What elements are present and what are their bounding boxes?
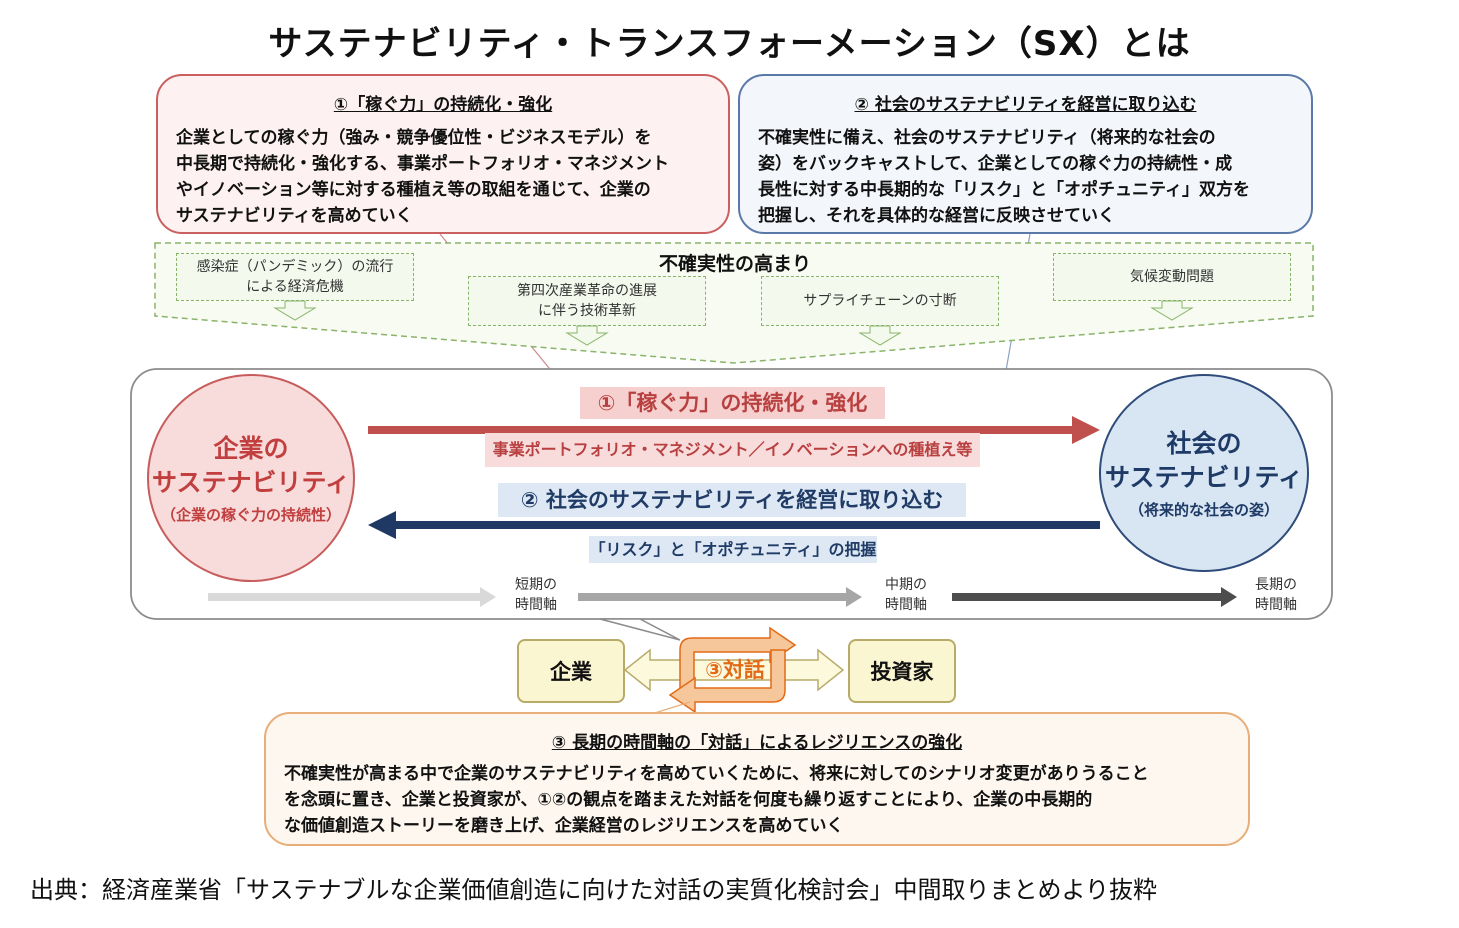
arrow-red-head [1072, 416, 1100, 444]
corporate-circle-sub: （企業の稼ぐ力の持続性） [160, 505, 341, 524]
uncertainty-item-supply-chain: サプライチェーンの寸断 [761, 276, 999, 326]
social-circle-sub: （将来的な社会の姿） [1128, 500, 1279, 519]
uncertainty-item-pandemic: 感染症（パンデミック）の流行 による経済危機 [176, 253, 414, 301]
uncertainty-item-climate: 気候変動問題 [1053, 253, 1291, 301]
box1-line: 企業としての稼ぐ力（強み・競争優位性・ビジネスモデル）を [176, 128, 652, 148]
corporate-circle-line1: 企業の [213, 433, 289, 463]
dialogue-label: ③対話 [705, 658, 765, 682]
resilience-body: 不確実性が高まる中で企業のサステナビリティを高めていくために、将来に対してのシナ… [284, 761, 1230, 839]
arrow-red-label: ①「稼ぐ力」の持続化・強化 [580, 387, 885, 419]
page-title: サステナビリティ・トランスフォーメーション（SX）とは [268, 24, 1191, 64]
dialogue-cycle-top [679, 626, 797, 691]
uncertainty-title: 不確実性の高まり [658, 253, 811, 275]
social-sustainability-title: ② 社会のサステナビリティを経営に取り込む [854, 95, 1197, 115]
box3-line: な価値創造ストーリーを磨き上げ、企業経営のレジリエンスを高めていく [284, 816, 844, 836]
social-sustainability-body: 不確実性に備え、社会のサステナビリティ（将来的な社会の 姿）をバックキャストして… [758, 125, 1293, 229]
timeline-short-head [480, 587, 496, 607]
earning-power-title: ①「稼ぐ力」の持続化・強化 [333, 95, 553, 115]
box3-line: を念頭に置き、企業と投資家が、①②の観点を踏まえた対話を何度も繰り返すことにより… [284, 790, 1093, 810]
box1-line: やイノベーション等に対する種植え等の取組を通じて、企業の [176, 180, 651, 200]
arrow-red-sublabel: 事業ポートフォリオ・マネジメント／イノベーションへの種植え等 [485, 433, 980, 467]
box2-line: 長性に対する中長期的な「リスク」と「オポチュニティ」双方を [758, 180, 1250, 200]
box2-line: 不確実性に備え、社会のサステナビリティ（将来的な社会の [758, 128, 1216, 148]
panel-callout-tail [599, 618, 681, 641]
social-sustainability-circle: 社会の サステナビリティ （将来的な社会の姿） [1099, 374, 1309, 572]
timeline-mid-head [846, 587, 862, 607]
uncertainty-funnel [154, 242, 1314, 364]
arrow-blue-head [368, 511, 396, 539]
timeline-long-head [1221, 587, 1237, 607]
arrow-blue-label: ② 社会のサステナビリティを経営に取り込む [498, 483, 966, 517]
earning-power-box: ①「稼ぐ力」の持続化・強化 企業としての稼ぐ力（強み・競争優位性・ビジネスモデル… [156, 74, 730, 234]
box3-line: 不確実性が高まる中で企業のサステナビリティを高めていくために、将来に対してのシナ… [284, 764, 1149, 784]
corporate-sustainability-circle: 企業の サステナビリティ （企業の稼ぐ力の持続性） [147, 374, 355, 582]
resilience-title: ③ 長期の時間軸の「対話」によるレジリエンスの強化 [551, 733, 963, 753]
box1-line: 中長期で持続化・強化する、事業ポートフォリオ・マネジメント [176, 154, 669, 174]
dialogue-cycle-bottom [668, 649, 786, 714]
source-note: 出典：経済産業省「サステナブルな企業価値創造に向けた対話の実質化検討会」中間取り… [30, 876, 1158, 904]
box2-line: 姿）をバックキャストして、企業としての稼ぐ力の持続性・成 [758, 154, 1233, 174]
corporate-circle-line2: サステナビリティ [151, 467, 350, 497]
arrow-blue-sublabel: 「リスク」と「オポチュニティ」の把握 [589, 536, 877, 563]
actor-company: 企業 [517, 639, 625, 703]
box1-line: サステナビリティを高めていく [176, 206, 413, 226]
social-circle-line1: 社会の [1166, 428, 1242, 458]
earning-power-body: 企業としての稼ぐ力（強み・競争優位性・ビジネスモデル）を 中長期で持続化・強化す… [176, 125, 710, 229]
timeline-mid-label: 中期の 時間軸 [885, 577, 927, 613]
actor-investor: 投資家 [848, 639, 956, 703]
social-circle-line2: サステナビリティ [1104, 462, 1303, 492]
box2-line: 把握し、それを具体的な経営に反映させていく [758, 206, 1115, 226]
social-sustainability-box: ② 社会のサステナビリティを経営に取り込む 不確実性に備え、社会のサステナビリテ… [738, 74, 1313, 234]
resilience-box: ③ 長期の時間軸の「対話」によるレジリエンスの強化 不確実性が高まる中で企業のサ… [264, 712, 1250, 846]
timeline-short-label: 短期の 時間軸 [515, 577, 557, 613]
timeline-long-label: 長期の 時間軸 [1255, 577, 1297, 613]
